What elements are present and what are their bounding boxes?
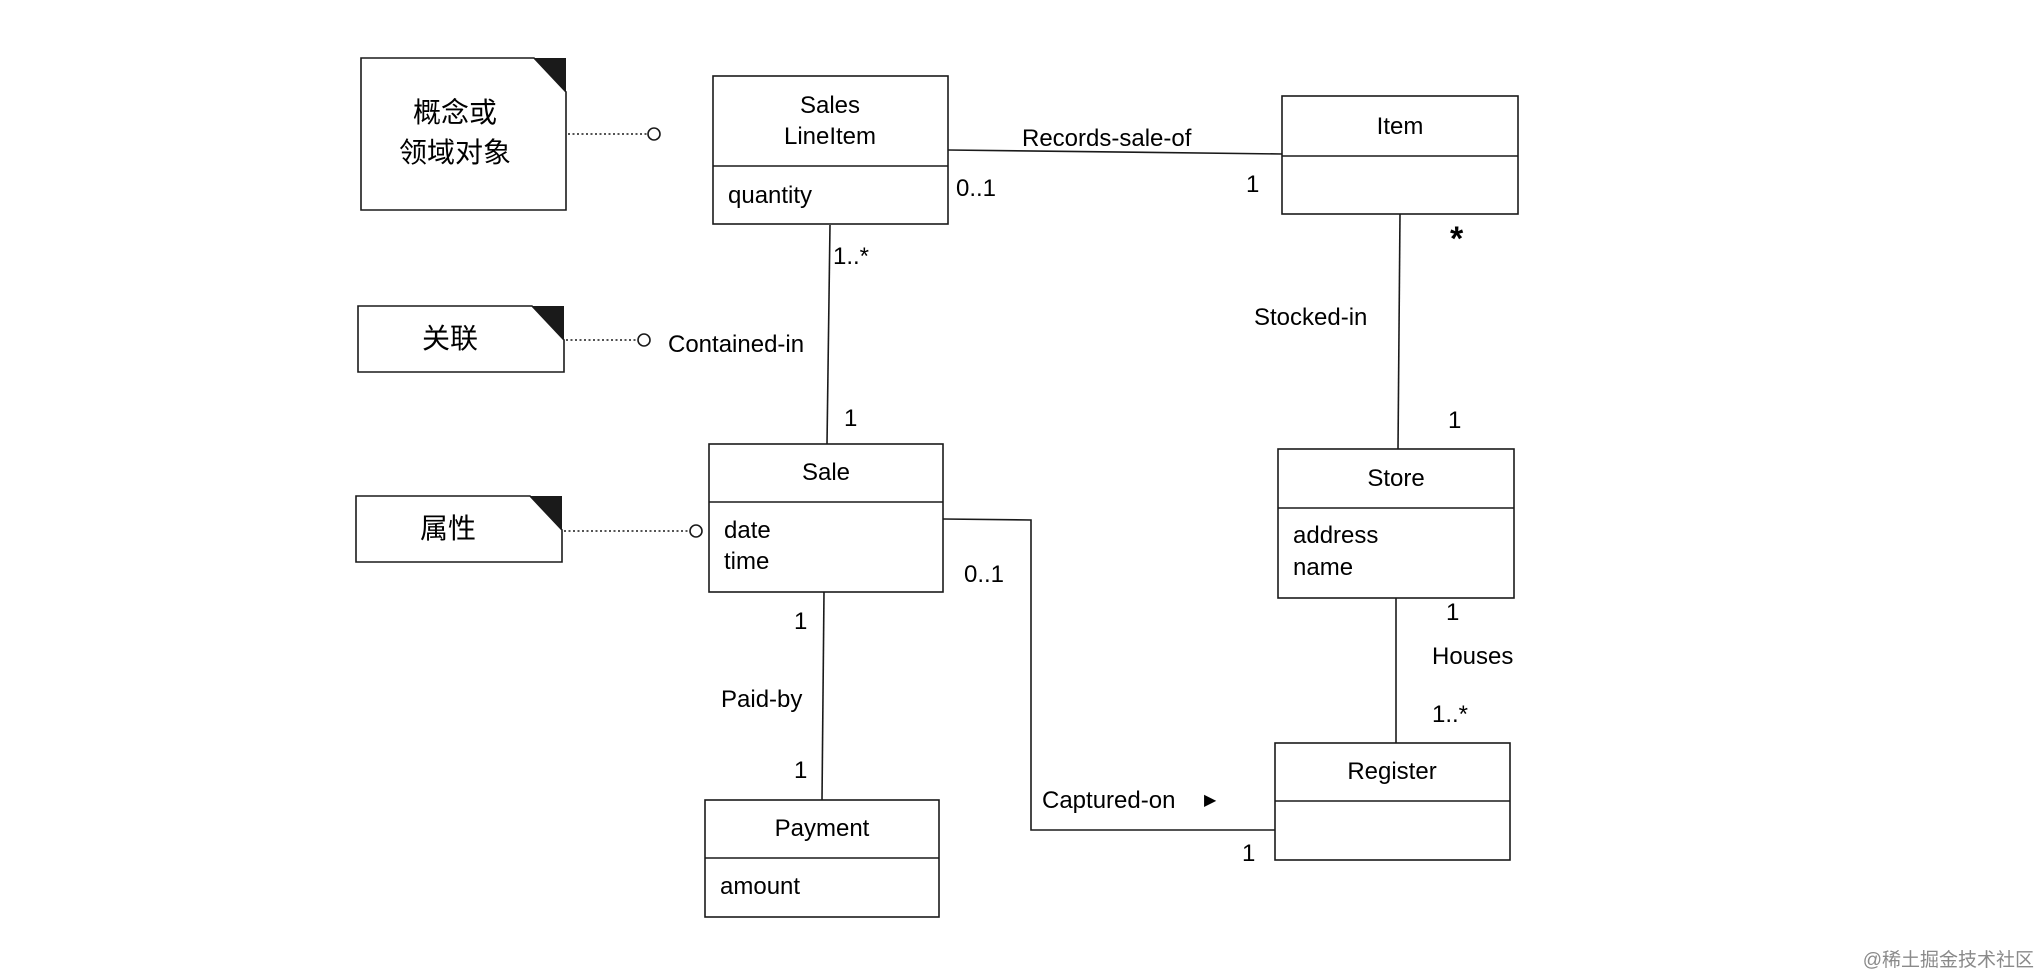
association-name: Captured-on	[1042, 787, 1175, 814]
note-association-text: 关联	[422, 323, 478, 354]
attribute-address: address	[1293, 522, 1378, 549]
class-title: Item	[1377, 113, 1424, 140]
attribute-quantity: quantity	[728, 182, 812, 209]
association-name: Records-sale-of	[1022, 125, 1192, 152]
association-stocked-in: Stocked-in * 1	[1254, 220, 1464, 434]
class-payment: Payment amount	[704, 799, 940, 918]
class-title: Store	[1367, 465, 1424, 492]
note-concept: 概念或 领域对象	[360, 57, 661, 211]
class-sales-line-item: Sales LineItem quantity	[712, 75, 949, 225]
watermark: @稀土掘金技术社区	[1863, 949, 2034, 971]
class-title: Payment	[775, 815, 870, 842]
multiplicity-sale: 0..1	[964, 561, 1004, 588]
note-attribute: 属性	[355, 495, 703, 563]
note-concept-line1: 概念或	[413, 97, 497, 128]
association-name: Paid-by	[721, 686, 802, 713]
multiplicity-item: *	[1450, 220, 1464, 258]
association-houses: Houses 1 1..*	[1432, 599, 1513, 728]
multiplicity-item: 1	[1246, 171, 1259, 198]
class-item: Item	[1281, 95, 1519, 215]
multiplicity-register: 1..*	[1432, 701, 1468, 728]
association-name: Houses	[1432, 643, 1513, 670]
association-name: Contained-in	[668, 331, 804, 358]
class-title: Sale	[802, 459, 850, 486]
paid-by-line	[821, 591, 825, 801]
records-sale-of-line	[947, 149, 1283, 155]
multiplicity-store: 1	[1446, 599, 1459, 626]
multiplicity-store: 1	[1448, 407, 1461, 434]
multiplicity-sale: 1	[844, 405, 857, 432]
association-records-sale-of: Records-sale-of 0..1 1	[956, 125, 1259, 202]
direction-arrow-icon: ▶	[1204, 792, 1217, 809]
association-lines	[821, 149, 1401, 831]
multiplicity-register: 1	[1242, 840, 1255, 867]
attribute-date: date	[724, 517, 771, 544]
stocked-in-line	[1397, 213, 1401, 450]
multiplicity-lineitem: 1..*	[833, 243, 869, 270]
note-concept-line2: 领域对象	[399, 137, 511, 168]
note-attribute-text: 属性	[420, 513, 476, 544]
contained-in-line	[826, 224, 831, 445]
multiplicity-lineitem: 0..1	[956, 175, 996, 202]
class-title: Register	[1347, 758, 1436, 785]
association-paid-by: Paid-by 1 1	[721, 608, 807, 784]
captured-on-line	[942, 518, 1275, 831]
class-title-line1: Sales	[800, 92, 860, 119]
class-title-line2: LineItem	[784, 123, 876, 150]
association-contained-in: Contained-in 1..* 1	[668, 243, 869, 432]
note-association: 关联	[357, 305, 651, 373]
association-captured-on: Captured-on ▶ 0..1 1	[964, 561, 1255, 867]
multiplicity-payment: 1	[794, 757, 807, 784]
class-sale: Sale date time	[708, 443, 944, 593]
association-name: Stocked-in	[1254, 304, 1367, 331]
multiplicity-sale: 1	[794, 608, 807, 635]
class-register: Register	[1274, 742, 1511, 861]
attribute-time: time	[724, 548, 769, 575]
attribute-amount: amount	[720, 873, 800, 900]
attribute-name: name	[1293, 554, 1353, 581]
class-store: Store address name	[1277, 448, 1515, 599]
